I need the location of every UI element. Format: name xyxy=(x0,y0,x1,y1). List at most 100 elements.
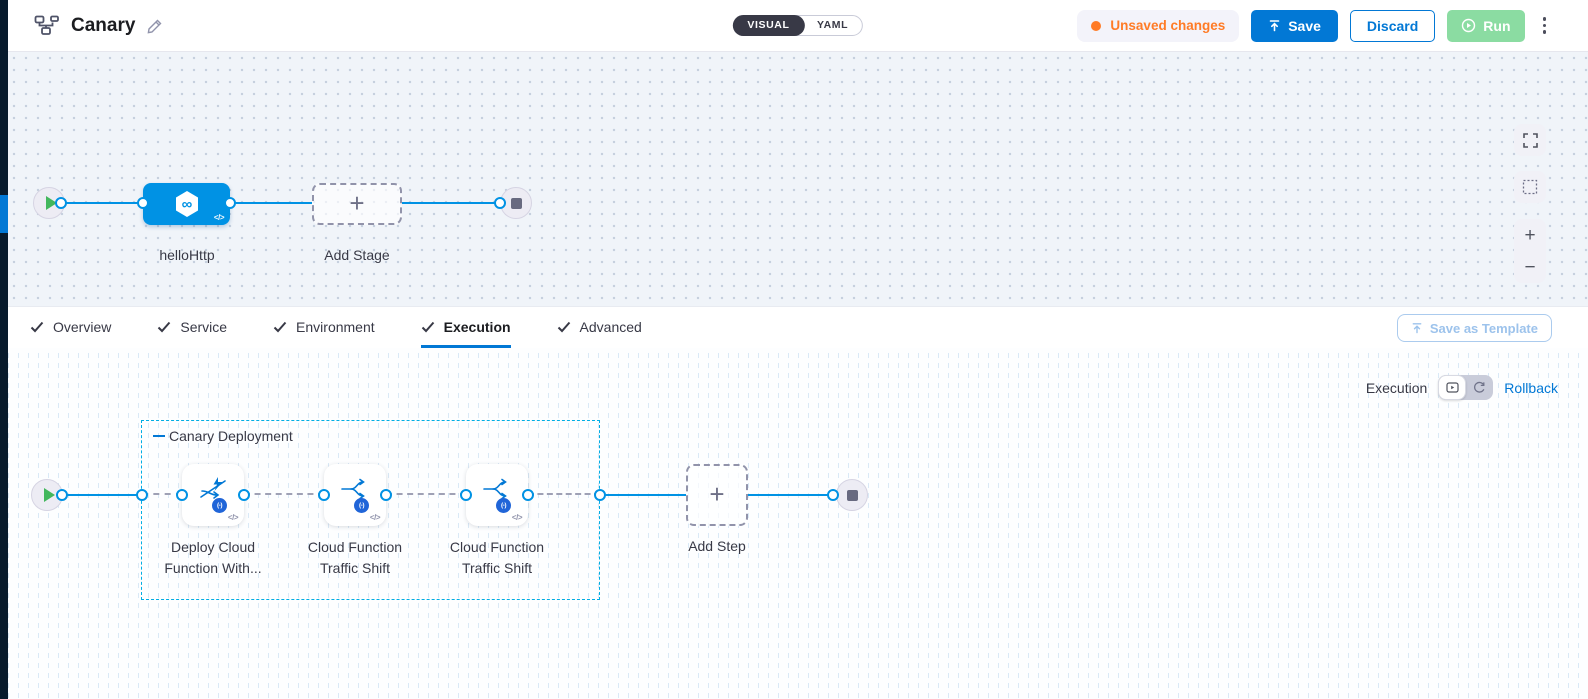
stage-graph-canvas[interactable]: ∞ </> helloHttp + Add Stage + − xyxy=(8,52,1588,306)
cloud-function-badge-icon: (-) xyxy=(496,498,511,513)
node-port xyxy=(176,489,188,501)
connector-line xyxy=(230,202,312,204)
node-port xyxy=(137,197,149,209)
run-button[interactable]: Run xyxy=(1447,9,1525,42)
pipeline-title: Canary xyxy=(71,14,136,36)
unsaved-changes-badge: Unsaved changes xyxy=(1077,9,1240,42)
deploy-stage-icon: ∞ xyxy=(175,191,198,217)
node-port xyxy=(55,197,67,209)
upload-icon xyxy=(1412,323,1422,334)
dashed-connector-line xyxy=(142,493,182,495)
rollback-icon xyxy=(1474,381,1485,393)
add-stage-button[interactable]: + xyxy=(312,183,402,225)
stop-icon xyxy=(510,197,522,209)
connector-line xyxy=(748,494,833,496)
step-traffic-shift-2[interactable]: (-) </> xyxy=(466,464,528,526)
save-button[interactable]: Save xyxy=(1251,9,1338,42)
execution-mode-button[interactable] xyxy=(1438,375,1466,400)
traffic-shift-icon xyxy=(341,478,365,500)
plus-icon: + xyxy=(709,478,725,509)
deploy-no-traffic-icon xyxy=(200,477,226,499)
connector-line xyxy=(61,202,143,204)
zoom-out-button[interactable]: − xyxy=(1524,256,1536,278)
connector-line xyxy=(402,202,500,204)
node-port xyxy=(318,489,330,501)
save-as-template-button[interactable]: Save as Template xyxy=(1396,314,1552,342)
discard-button[interactable]: Discard xyxy=(1349,9,1436,42)
dashed-connector-line xyxy=(244,493,324,495)
cloud-function-badge-icon: (-) xyxy=(212,498,227,513)
dashed-connector-line xyxy=(528,493,600,495)
zoom-in-button[interactable]: + xyxy=(1524,224,1536,246)
execution-graph-canvas[interactable]: Execution Rollback Canary Deployment xyxy=(8,348,1588,699)
end-node xyxy=(500,187,532,219)
node-port xyxy=(224,197,236,209)
connector-line xyxy=(62,494,142,496)
cloud-function-badge-icon: (-) xyxy=(354,498,369,513)
node-port xyxy=(56,489,68,501)
end-node xyxy=(836,479,868,511)
svg-text:∞: ∞ xyxy=(181,196,192,213)
connector-line xyxy=(600,494,686,496)
stage-config-tabs: Overview Service Environment Execution A… xyxy=(8,306,1588,348)
node-port xyxy=(380,489,392,501)
check-icon xyxy=(421,321,434,333)
tab-advanced[interactable]: Advanced xyxy=(557,307,642,348)
pipeline-icon xyxy=(34,15,59,35)
visual-toggle-button[interactable]: VISUAL xyxy=(732,15,805,36)
node-port xyxy=(238,489,250,501)
add-step-button[interactable]: + xyxy=(686,464,748,526)
execution-mode-row: Execution Rollback xyxy=(1366,375,1558,400)
step-traffic-shift-1[interactable]: (-) </> xyxy=(324,464,386,526)
canary-deployment-group[interactable] xyxy=(141,420,600,600)
template-code-icon: </> xyxy=(511,513,523,522)
group-title: Canary Deployment xyxy=(153,428,293,444)
step-deploy-cloud-function[interactable]: (-) </> xyxy=(182,464,244,526)
more-options-kebab[interactable] xyxy=(1537,13,1553,38)
fit-selection-button[interactable] xyxy=(1514,171,1546,203)
group-dash-icon xyxy=(153,435,165,437)
execution-rollback-toggle xyxy=(1438,375,1494,400)
zoom-controls: + − xyxy=(1514,219,1546,283)
node-port xyxy=(460,489,472,501)
fullscreen-icon xyxy=(1522,132,1538,148)
play-icon xyxy=(43,488,55,502)
stage-name-label: helloHttp xyxy=(159,247,215,263)
play-icon xyxy=(45,196,57,210)
stage-node-hellohttp[interactable]: ∞ </> xyxy=(143,183,230,225)
add-stage-label: Add Stage xyxy=(324,247,390,263)
tab-service[interactable]: Service xyxy=(157,307,227,348)
plus-icon: + xyxy=(349,187,365,218)
group-title-label: Canary Deployment xyxy=(169,428,293,444)
node-port xyxy=(827,489,839,501)
tab-execution[interactable]: Execution xyxy=(420,307,511,348)
rollback-link[interactable]: Rollback xyxy=(1504,379,1558,396)
upload-icon xyxy=(1269,20,1280,32)
template-code-icon: </> xyxy=(213,213,225,222)
node-port xyxy=(494,197,506,209)
check-icon xyxy=(30,321,44,333)
yaml-toggle-button[interactable]: YAML xyxy=(803,17,862,34)
fullscreen-button[interactable] xyxy=(1514,124,1546,156)
stage-row-indicator xyxy=(0,195,8,233)
top-bar-actions: Unsaved changes Save Discard Run xyxy=(1077,9,1553,42)
tab-overview[interactable]: Overview xyxy=(30,307,111,348)
tab-environment[interactable]: Environment xyxy=(273,307,375,348)
traffic-shift-icon xyxy=(483,478,507,500)
unsaved-changes-label: Unsaved changes xyxy=(1110,18,1226,33)
run-play-icon xyxy=(1462,18,1476,33)
template-code-icon: </> xyxy=(369,513,381,522)
node-port xyxy=(522,489,534,501)
view-mode-toggle: VISUAL YAML xyxy=(732,15,864,36)
edit-title-icon[interactable] xyxy=(147,18,163,34)
execution-mode-label: Execution xyxy=(1365,379,1428,396)
rollback-mode-button[interactable] xyxy=(1466,375,1493,400)
check-icon xyxy=(158,321,171,333)
execution-steps-icon xyxy=(1445,382,1459,393)
template-code-icon: </> xyxy=(227,513,239,522)
node-port xyxy=(594,489,606,501)
add-step-label: Add Step xyxy=(688,538,746,554)
dashed-connector-line xyxy=(386,493,466,495)
top-bar: Canary VISUAL YAML Unsaved changes Save … xyxy=(8,0,1588,52)
